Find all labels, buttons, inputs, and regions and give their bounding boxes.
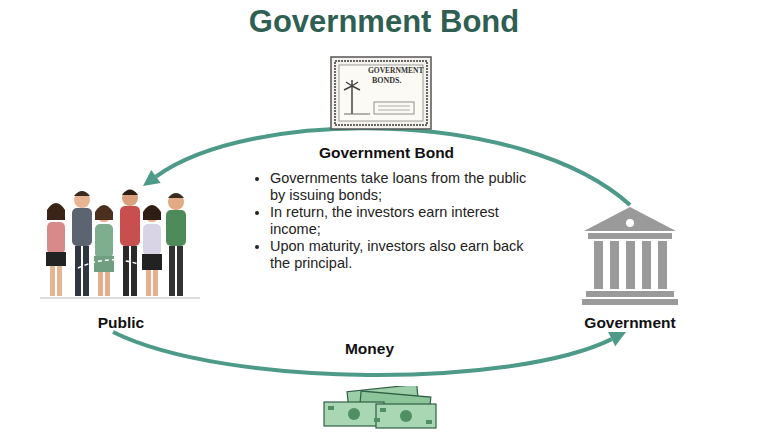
diagram-title: Government Bond	[0, 4, 768, 40]
bullet-text: In return, the investors earn interest i…	[270, 204, 540, 238]
flow-arrow	[113, 332, 612, 375]
arrow-head	[143, 170, 161, 186]
bullet-list: Governments take loans from the public b…	[248, 170, 540, 272]
certificate-text: BONDS.	[372, 76, 402, 85]
edge-label: Government Bond	[316, 144, 457, 162]
bullet-text: Governments take loans from the public b…	[270, 170, 540, 204]
people-group	[38, 186, 204, 306]
node-label: Government	[560, 314, 700, 332]
node-label: Public	[38, 314, 204, 332]
money-bills	[318, 386, 442, 432]
certificate-text: GOVERNMENT	[368, 66, 423, 75]
arrow-head	[608, 332, 626, 346]
government-building	[580, 205, 680, 307]
building-node: Government	[560, 205, 700, 332]
flow-arrow	[156, 128, 630, 205]
edge-label: Money	[342, 340, 397, 358]
people-node: Public	[38, 186, 204, 332]
bullet-text: Upon maturity, investors also earn back …	[270, 238, 540, 272]
